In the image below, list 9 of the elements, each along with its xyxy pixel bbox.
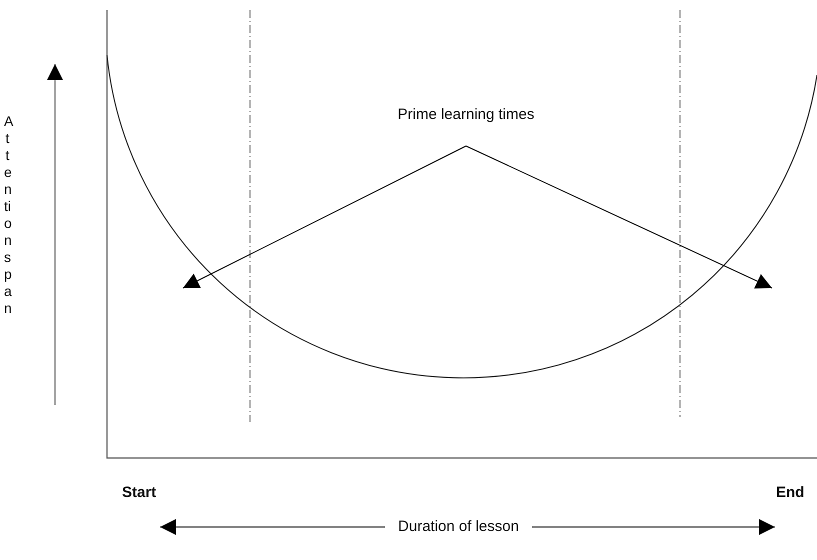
arrow — [466, 146, 772, 289]
arrow — [182, 146, 466, 288]
caption-text: Prime learning times — [396, 106, 536, 124]
axis-label: End — [776, 484, 804, 501]
axis-label: Attention span — [4, 113, 11, 317]
caption-text: Duration of lesson — [397, 518, 520, 536]
axis-label: Start — [122, 484, 156, 501]
arrow — [160, 519, 386, 535]
arrow — [532, 519, 776, 535]
